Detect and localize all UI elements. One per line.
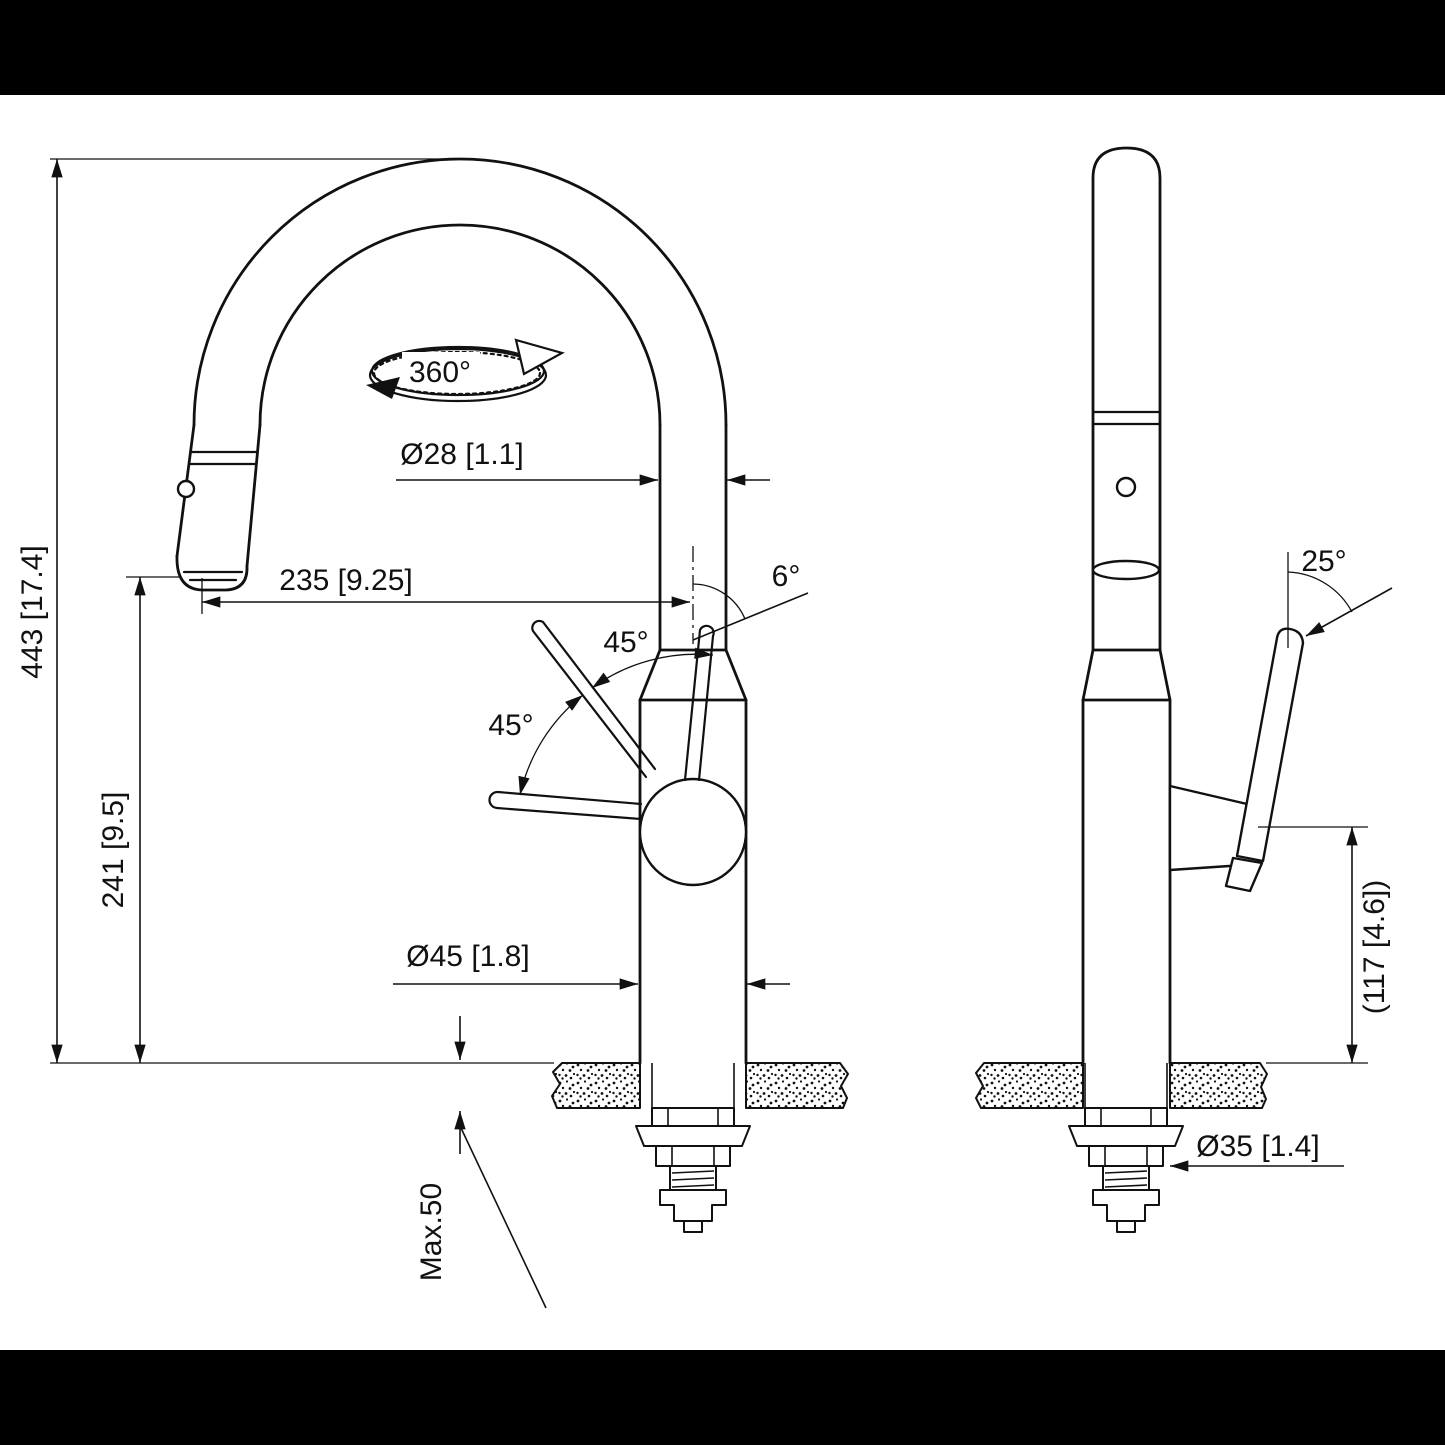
- swivel-arrow-left-icon: [366, 377, 400, 399]
- spout-inner-arc: [258, 223, 662, 427]
- side-view-drawing: 25° (117 [4.6]) Ø35: [975, 146, 1393, 1233]
- handle-angle-leader: [1305, 587, 1393, 637]
- side-mount-washer: [1084, 1107, 1168, 1127]
- aerator-lines: [182, 570, 244, 582]
- side-body-walls: [1081, 698, 1172, 1065]
- front-gooseneck-spout: [175, 157, 728, 652]
- letterbox-bottom: [0, 1350, 1445, 1445]
- riser-pipe-walls: [658, 423, 728, 652]
- dim-body-diameter: Ø45 [1.8]: [393, 940, 790, 990]
- dim-mount-hole: Ø35 [1.4]: [1170, 1130, 1344, 1172]
- swivel-arrow-right-icon: [514, 338, 565, 376]
- side-supply-connector: [1092, 1189, 1160, 1222]
- front-view-drawing: 360° 6° 45° 45°: [16, 157, 849, 1309]
- side-countertop-left-slab: [975, 1062, 1084, 1109]
- spout-outer-arc: [192, 157, 728, 427]
- side-shank-through-counter: [1084, 1063, 1168, 1108]
- dim-spout-diameter: Ø28 [1.1]: [396, 438, 770, 486]
- side-countertop: [975, 1062, 1268, 1109]
- connector-nub: [683, 1220, 703, 1233]
- sprayer-head-bottom: [175, 554, 249, 592]
- tilt-angle-label: 6°: [772, 560, 801, 593]
- side-washer-facets: [1100, 1108, 1152, 1126]
- handle-arc-upper: [591, 647, 714, 689]
- max-deck-thickness-label: Max.50: [415, 1183, 448, 1281]
- handle-hub-circle: [638, 777, 748, 887]
- letterbox-top: [0, 0, 1445, 95]
- dim-deck-thickness: Max.50: [415, 1016, 547, 1309]
- tilt-arc: [692, 583, 746, 620]
- side-shank-threads: [1104, 1170, 1148, 1188]
- swivel-ring-2: [368, 347, 548, 403]
- handle-arc-upper-label: 45°: [603, 626, 648, 659]
- handle-lever-90: [488, 790, 643, 821]
- sprayer-button: [176, 479, 196, 499]
- mount-hole-diameter-label: Ø35 [1.4]: [1196, 1130, 1319, 1163]
- front-countertop: [551, 1062, 849, 1109]
- sprayer-head-band: [188, 450, 259, 466]
- side-connector-nub: [1116, 1220, 1136, 1233]
- shank-through-counter: [651, 1063, 735, 1108]
- front-body: [638, 648, 748, 1065]
- spout-tilt-annotation: 6°: [692, 546, 809, 644]
- tilt-line: [692, 592, 809, 641]
- handle-arc-lower-label: 45°: [488, 709, 533, 742]
- supply-connector: [659, 1189, 727, 1222]
- handle-angle-arc: [1287, 571, 1353, 613]
- side-body-cone: [1081, 648, 1172, 702]
- front-mounting-hardware: [635, 1063, 751, 1233]
- handle-height-label: (117 [4.6]): [1358, 880, 1391, 1015]
- side-handle-rod: [1235, 627, 1305, 863]
- mount-nut: [655, 1145, 731, 1167]
- dim-reach: 235 [9.25]: [201, 564, 690, 614]
- side-pipe: [1091, 146, 1162, 652]
- side-mount-nut: [1088, 1145, 1164, 1167]
- side-mounting-hardware: [1068, 1063, 1184, 1233]
- handle-lever-45: [531, 619, 657, 779]
- shank-threads: [671, 1170, 715, 1188]
- side-spout: [1091, 146, 1162, 652]
- washer-facets: [667, 1108, 719, 1126]
- handle-arc-lower: [518, 694, 584, 796]
- handle-angle-annotation: 25°: [1287, 545, 1393, 648]
- outlet-height-label: 241 [9.5]: [97, 792, 130, 909]
- nut-facets: [671, 1146, 715, 1166]
- mount-washer: [651, 1107, 735, 1127]
- spout-diameter-label: Ø28 [1.1]: [400, 438, 523, 471]
- side-head-band: [1091, 410, 1162, 426]
- handle-angle-label: 25°: [1301, 545, 1346, 578]
- handle-swing-annotation: 45° 45°: [488, 626, 714, 796]
- dim-overall-height: 443 [17.4]: [16, 158, 554, 1064]
- side-countertop-right-slab: [1169, 1062, 1268, 1109]
- swivel-rotation-label: 360°: [409, 356, 471, 389]
- deck-leader-line: [460, 1127, 547, 1309]
- countertop-left-slab: [551, 1062, 641, 1109]
- reach-label: 235 [9.25]: [279, 564, 412, 597]
- side-nut-facets: [1104, 1146, 1148, 1166]
- swivel-360-symbol: 360°: [366, 338, 565, 403]
- side-mount-flange: [1068, 1125, 1184, 1147]
- body-walls: [638, 698, 748, 1065]
- side-handle-blade: [1224, 856, 1264, 893]
- countertop-right-slab: [745, 1062, 849, 1109]
- overall-height-label: 443 [17.4]: [16, 545, 49, 678]
- dim-outlet-height: 241 [9.5]: [97, 576, 180, 1063]
- side-swivel-joint: [1091, 559, 1161, 581]
- swivel-label-bg: [402, 352, 480, 388]
- side-sprayer-button: [1115, 476, 1137, 498]
- side-body: [1081, 627, 1305, 1065]
- dim-443-extension-lines: [50, 158, 554, 1064]
- dim-handle-height: (117 [4.6]): [1258, 826, 1391, 1064]
- mount-flange: [635, 1125, 751, 1147]
- body-diameter-label: Ø45 [1.8]: [406, 940, 529, 973]
